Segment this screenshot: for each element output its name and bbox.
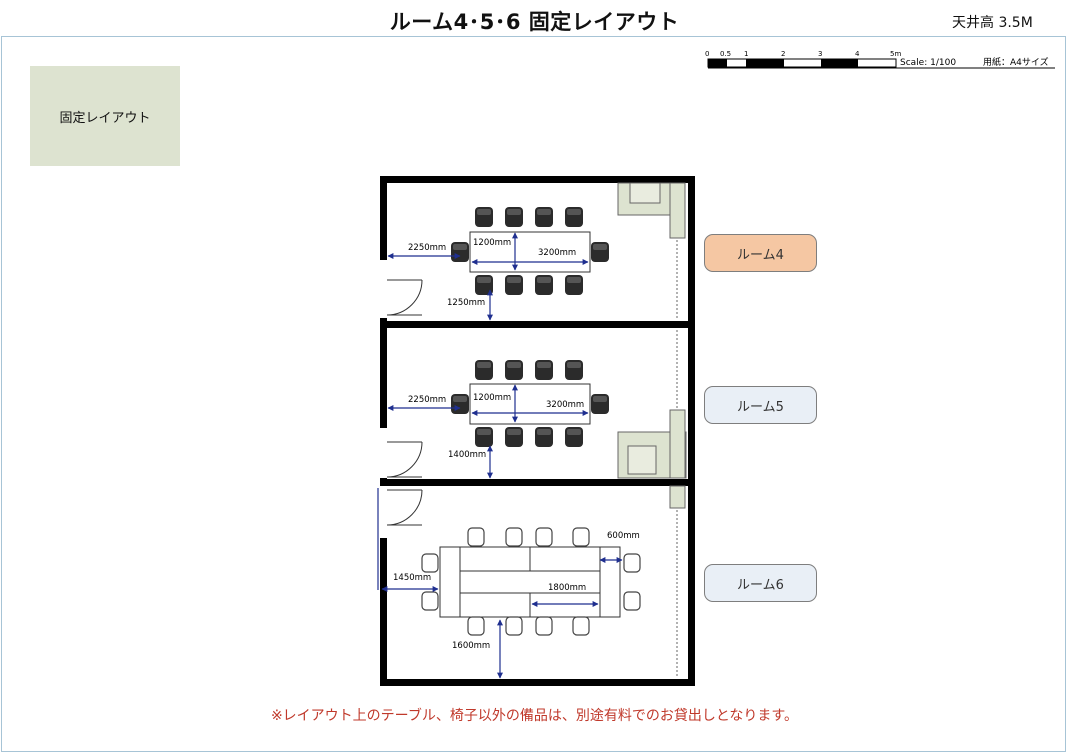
room4-wall-dim: 2250mm	[408, 243, 446, 253]
drawing-frame	[1, 36, 1066, 752]
room5-table	[469, 383, 591, 425]
scale-bar-seg-3	[821, 59, 858, 67]
room6-chairs-top	[467, 527, 590, 547]
room4-length-dim: 3200mm	[538, 248, 576, 258]
rental-note: ※レイアウト上のテーブル、椅子以外の備品は、別途有料でのお貸出しとなります。	[270, 708, 799, 724]
room5-chair-right	[591, 394, 609, 414]
room4-chairs-bottom	[475, 275, 583, 295]
walls	[378, 176, 695, 686]
scale-tick-3: 2	[781, 50, 785, 58]
scale-bar-seg-2	[746, 59, 784, 67]
scale-tick-1: 0.5	[720, 50, 731, 58]
room6-bottom-dim: 1600mm	[452, 641, 490, 651]
room4-table	[469, 231, 591, 273]
room6-layout: 600mm 1800mm 1450mm 1600mm	[377, 488, 641, 679]
room4-layout: 1200mm 3200mm 2250mm 1250mm	[387, 207, 609, 321]
scale-tick-2: 1	[744, 50, 748, 58]
room5-layout: 1200mm 3200mm 2250mm 1400mm	[387, 360, 609, 479]
divider-wall-1	[380, 321, 692, 328]
room5-chairs-bottom	[475, 427, 583, 447]
page-title: ルーム4･5･6 固定レイアウト	[389, 10, 680, 34]
scale-bar-outline	[707, 58, 897, 68]
room5-length-dim: 3200mm	[546, 400, 584, 410]
scale-bar-seg-1	[708, 59, 727, 67]
room6-table-dim: 1800mm	[548, 583, 586, 593]
room4-label: ルーム4	[704, 234, 817, 272]
room6-tables	[439, 546, 621, 618]
room6-side-dim: 600mm	[607, 531, 640, 541]
room6-chairs-bottom	[467, 616, 590, 636]
room5-chairs-top	[475, 360, 583, 380]
scale-tick-5: 4	[855, 50, 860, 58]
scale-bar: 0 0.5 1 2 3 4 5m Scale: 1/100 用紙：A4サイズ	[705, 50, 1055, 69]
room5-wall-dim: 2250mm	[408, 395, 446, 405]
scale-text: Scale: 1/100	[900, 58, 956, 68]
room4-bottom-dim: 1250mm	[447, 298, 485, 308]
floor-plan: 1200mm 3200mm 2250mm 1250mm 1200mm 3200m…	[377, 176, 695, 686]
room4-width-dim: 1200mm	[473, 238, 511, 248]
ceiling-height: 天井高 3.5M	[952, 15, 1033, 31]
room4-chair-left	[451, 242, 469, 262]
fixed-layout-label: 固定レイアウト	[30, 66, 180, 166]
room5-width-dim: 1200mm	[473, 393, 511, 403]
room6-label: ルーム6	[704, 564, 817, 602]
room5-label: ルーム5	[704, 386, 817, 424]
pillars	[617, 182, 687, 509]
room4-chair-right	[591, 242, 609, 262]
divider-wall-2	[380, 479, 692, 486]
door-swings	[386, 279, 423, 526]
room4-chairs-top	[475, 207, 583, 227]
scale-tick-4: 3	[818, 50, 822, 58]
room5-bottom-dim: 1400mm	[448, 450, 486, 460]
paper-size-text: 用紙：A4サイズ	[983, 56, 1049, 68]
room5-chair-left	[451, 394, 469, 414]
scale-tick-0: 0	[705, 50, 709, 58]
scale-tick-6: 5m	[890, 50, 901, 58]
room6-wall-dim: 1450mm	[393, 573, 431, 583]
